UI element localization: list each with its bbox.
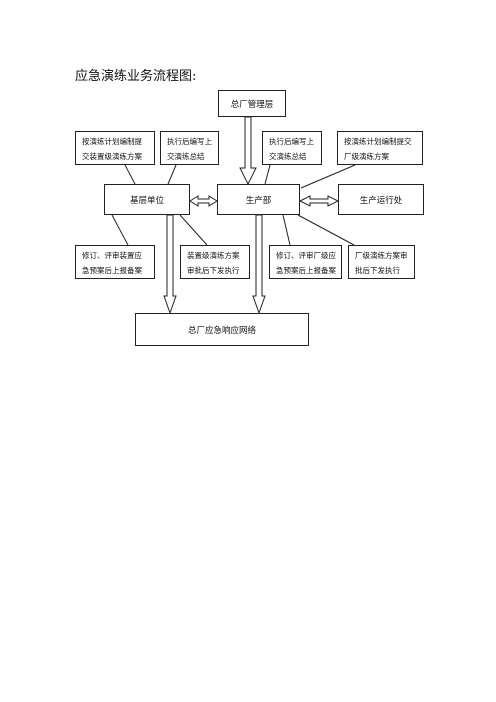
note-grassroots-summary: 执行后编写上 交演练总结 xyxy=(160,131,219,165)
note-production-summary: 执行后编写上 交演练总结 xyxy=(262,131,322,165)
callout-line-grassroots-revise xyxy=(111,214,129,246)
double-arrow-unit-production xyxy=(189,195,218,207)
note-grassroots-revise: 修订、评审装置应 急预案后上报备案 xyxy=(75,245,155,279)
note-plant-plan-approval: 厂级演练方案审 批后下发执行 xyxy=(348,245,415,279)
node-grassroots-unit: 基层单位 xyxy=(104,184,190,215)
arrow-management-to-production xyxy=(239,116,257,186)
note-line: 按演练计划编制提交 xyxy=(344,137,412,146)
node-emergency-network: 总厂应急响应网络 xyxy=(135,313,309,346)
arrow-unit-to-network xyxy=(163,214,177,315)
note-line: 交演练总结 xyxy=(269,152,307,161)
callout-line-grassroots-plan xyxy=(124,164,136,185)
node-production-dept-label: 生产部 xyxy=(245,195,272,206)
node-top-management: 总厂管理层 xyxy=(218,90,286,117)
note-line: 厂级演练方案 xyxy=(344,152,389,161)
note-line: 急预案后上报备案 xyxy=(276,266,336,275)
note-line: 修订、评审装置应 xyxy=(82,251,142,260)
callout-line-production-summary xyxy=(264,164,271,185)
note-line: 按演练计划编制提 xyxy=(82,137,142,146)
node-production-dept: 生产部 xyxy=(217,184,300,215)
note-line: 批后下发执行 xyxy=(355,266,400,275)
callout-line-production-plan xyxy=(300,164,356,189)
note-line: 急预案后上报备案 xyxy=(82,266,142,275)
page-title: 应急演练业务流程图: xyxy=(75,69,197,84)
note-line: 装置级演练方案 xyxy=(187,251,240,260)
note-line: 审批后下发执行 xyxy=(187,266,240,275)
callout-line-plant-approval xyxy=(297,214,355,246)
node-production-ops-label: 生产运行处 xyxy=(359,195,403,206)
double-arrow-production-ops xyxy=(298,195,340,207)
node-top-management-label: 总厂管理层 xyxy=(230,99,274,110)
note-line: 交演练总结 xyxy=(167,152,205,161)
note-line: 执行后编写上 xyxy=(269,137,314,146)
note-line: 交装置级演练方案 xyxy=(82,152,142,161)
node-emergency-network-label: 总厂应急响应网络 xyxy=(187,325,256,336)
node-grassroots-unit-label: 基层单位 xyxy=(129,195,164,206)
note-line: 修订、评审厂级应 xyxy=(276,251,336,260)
note-unit-plan-approval: 装置级演练方案 审批后下发执行 xyxy=(180,245,250,279)
node-production-ops: 生产运行处 xyxy=(338,184,424,215)
note-plant-revise: 修订、评审厂级应 急预案后上报备案 xyxy=(269,245,342,279)
note-grassroots-plan: 按演练计划编制提 交装置级演练方案 xyxy=(75,131,155,165)
note-line: 厂级演练方案审 xyxy=(355,251,408,260)
callout-line-unit-approval xyxy=(179,214,208,246)
callout-line-plant-revise xyxy=(282,214,291,246)
arrow-production-to-network xyxy=(252,214,266,315)
callout-line-grassroots-summary xyxy=(167,164,177,185)
note-line: 执行后编写上 xyxy=(167,137,212,146)
note-production-plan: 按演练计划编制提交 厂级演练方案 xyxy=(337,131,423,165)
